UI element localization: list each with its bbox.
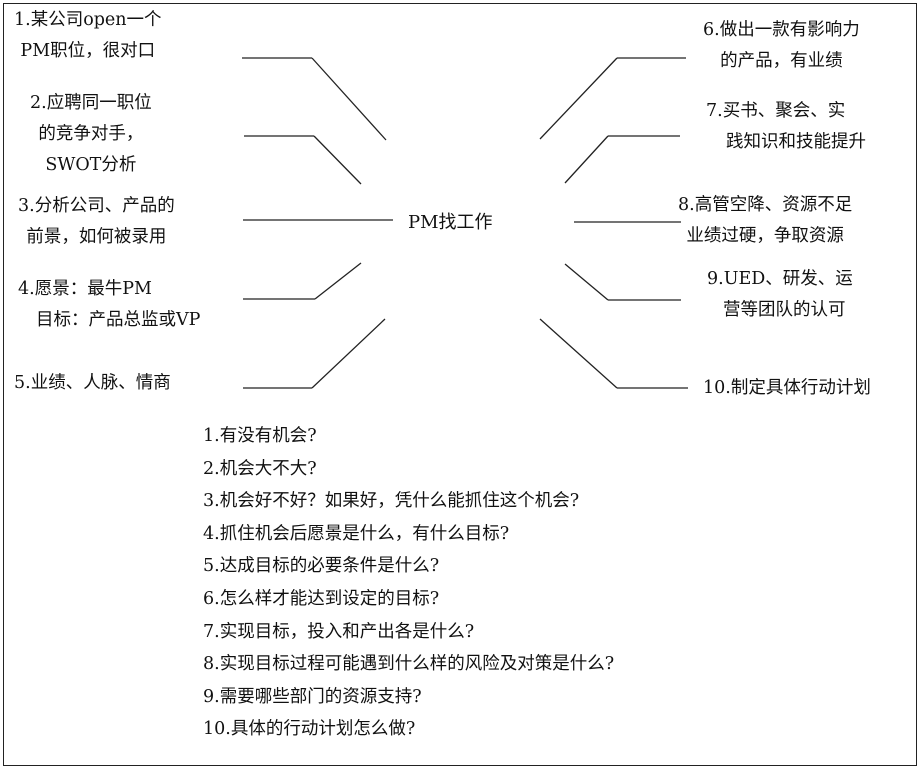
- branch-10: 10.制定具体行动计划: [703, 373, 871, 404]
- connector-b6-diagonal: [539, 57, 618, 140]
- connector-b7-diagonal: [564, 135, 609, 184]
- connector-b4-diagonal: [314, 262, 362, 300]
- branch-9-line-2: 营等团队的认可: [723, 300, 846, 320]
- branch-3-line-1: 3.分析公司、产品的: [18, 196, 175, 216]
- question-item: 6.怎么样才能达到设定的目标?: [203, 588, 440, 609]
- question-item: 1.有没有机会?: [203, 426, 317, 446]
- branch-9-line-1: 9.UED、研发、运: [707, 269, 853, 289]
- question-item: 10.具体的行动计划怎么做?: [203, 719, 416, 740]
- connector-b9-diagonal: [564, 263, 609, 301]
- branch-5: 5.业绩、人脉、情商: [14, 368, 171, 399]
- branch-4: 4.愿景：最牛PM 目标：产品总监或VP: [18, 274, 200, 336]
- branch-1-line-1: 1.某公司open一个: [14, 10, 162, 30]
- branch-6-line-2: 的产品，有业绩: [720, 51, 843, 71]
- branch-6-line-1: 6.做出一款有影响力: [703, 20, 860, 40]
- question-item: 8.实现目标过程可能遇到什么样的风险及对策是什么?: [203, 654, 615, 675]
- diagram-frame: [3, 3, 917, 766]
- branch-2: 2.应聘同一职位 的竞争对手， SWOT分析: [30, 88, 152, 181]
- branch-8-line-1: 8.高管空降、资源不足: [678, 195, 853, 215]
- question-list: 1.有没有机会? 2.机会大不大? 3.机会好不好？如果好，凭什么能抓住这个机会…: [203, 420, 614, 746]
- branch-8-line-2: 业绩过硬，争取资源: [686, 226, 844, 246]
- connector-b5-diagonal: [311, 318, 386, 389]
- branch-7-line-1: 7.买书、聚会、实: [706, 101, 846, 121]
- branch-5-line-1: 5.业绩、人脉、情商: [14, 373, 171, 393]
- branch-2-line-3: SWOT分析: [45, 155, 137, 175]
- question-item: 7.实现目标，投入和产出各是什么?: [203, 621, 475, 642]
- branch-4-line-1: 4.愿景：最牛PM: [18, 279, 152, 299]
- connector-b2-diagonal: [313, 135, 362, 185]
- branch-7: 7.买书、聚会、实 践知识和技能提升: [706, 96, 866, 158]
- question-item: 2.机会大不大?: [203, 458, 317, 479]
- connector-b10-diagonal: [539, 318, 618, 389]
- branch-2-line-2: 的竞争对手，: [38, 124, 144, 144]
- question-item: 4.抓住机会后愿景是什么，有什么目标?: [203, 523, 510, 544]
- question-item: 5.达成目标的必要条件是什么?: [203, 556, 440, 577]
- branch-4-line-2: 目标：产品总监或VP: [36, 310, 201, 330]
- branch-3: 3.分析公司、产品的 前景，如何被录用: [18, 191, 175, 253]
- branch-8: 8.高管空降、资源不足 业绩过硬，争取资源: [678, 190, 852, 252]
- question-item: 3.机会好不好？如果好，凭什么能抓住这个机会?: [203, 491, 580, 512]
- branch-9: 9.UED、研发、运 营等团队的认可: [707, 264, 853, 326]
- connector-b1-diagonal: [311, 57, 387, 141]
- branch-7-line-2: 践知识和技能提升: [726, 132, 866, 152]
- branch-3-line-2: 前景，如何被录用: [26, 227, 167, 247]
- question-item: 9.需要哪些部门的资源支持?: [203, 686, 422, 707]
- branch-2-line-1: 2.应聘同一职位: [30, 93, 152, 113]
- branch-1: 1.某公司open一个 PM职位，很对口: [14, 5, 162, 67]
- branch-6: 6.做出一款有影响力 的产品，有业绩: [703, 15, 860, 77]
- center-topic: PM找工作: [408, 212, 493, 233]
- branch-10-line-1: 10.制定具体行动计划: [703, 378, 871, 398]
- branch-1-line-2: PM职位，很对口: [20, 41, 156, 61]
